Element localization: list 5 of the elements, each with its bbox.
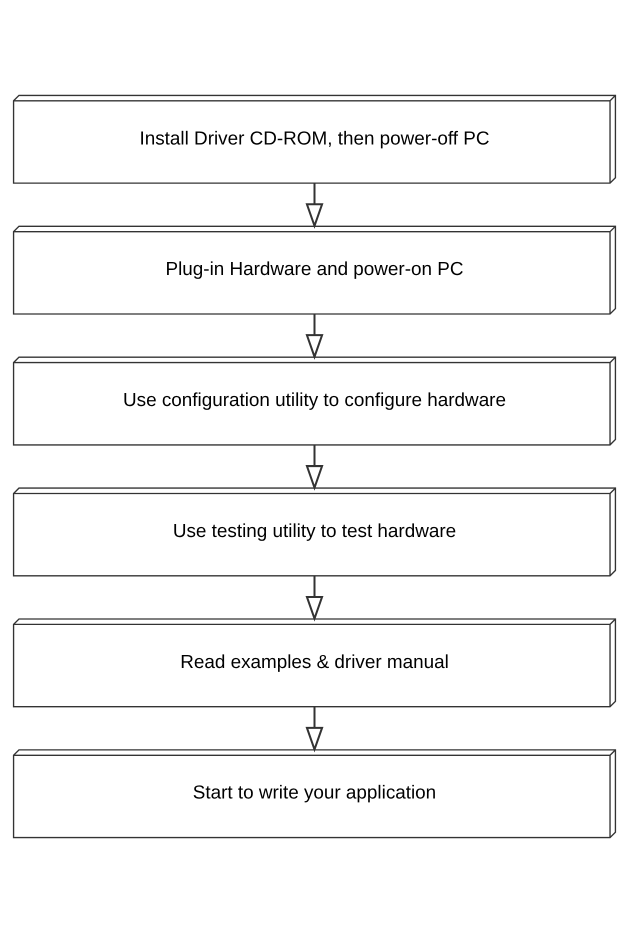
arrow <box>306 314 324 360</box>
arrow <box>306 444 324 490</box>
arrow <box>306 182 324 228</box>
arrow <box>306 575 324 622</box>
arrow <box>306 706 324 752</box>
